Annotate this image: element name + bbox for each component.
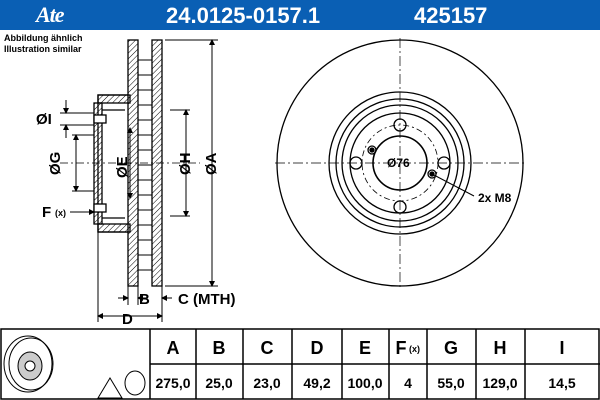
- dim-label-C: C (MTH): [178, 291, 235, 308]
- side-dimensions: [60, 39, 218, 322]
- dim-label-H: ØH: [177, 153, 194, 176]
- value-B: 25,0: [205, 375, 232, 391]
- value-D: 49,2: [303, 375, 330, 391]
- col-header-D: D: [311, 338, 324, 358]
- part-number: 24.0125-0157.1: [166, 3, 321, 28]
- dim-label-A: ØA: [203, 152, 220, 175]
- header-bar: Ate 24.0125-0157.1 425157: [0, 0, 600, 30]
- dim-label-I: ØI: [36, 111, 52, 128]
- brand-logo: Ate: [36, 2, 65, 27]
- col-header-B: B: [213, 338, 226, 358]
- col-header-C: C: [261, 338, 274, 358]
- dim-label-F-sub: (x): [55, 208, 66, 218]
- note-german: Abbildung ähnlich: [4, 33, 83, 43]
- dim-label-F: F: [42, 204, 51, 221]
- disc-thumbnail: [3, 335, 54, 393]
- value-A: 275,0: [155, 375, 190, 391]
- disc-front-view: [275, 38, 525, 288]
- col-header-E: E: [359, 338, 371, 358]
- value-C: 23,0: [253, 375, 280, 391]
- pcd-label: Ø76: [387, 156, 410, 170]
- spec-table: A B C D E F G H I (x) 275,0 25,0 23,0 49…: [0, 328, 600, 400]
- dim-label-D: D: [122, 311, 133, 328]
- disc-side-section: [60, 39, 200, 287]
- col-header-F: F: [396, 338, 407, 358]
- dim-label-G: ØG: [47, 152, 64, 175]
- value-E: 100,0: [347, 375, 382, 391]
- value-G: 55,0: [437, 375, 464, 391]
- col-header-H: H: [494, 338, 507, 358]
- bolt-thread-label: 2x M8: [478, 191, 512, 205]
- dim-label-B: B: [139, 291, 150, 308]
- technical-drawing: ØI ØG ØE ØH ØA F (x) B C (MTH) D Ø76: [36, 38, 525, 328]
- value-F: 4: [404, 375, 412, 391]
- value-H: 129,0: [482, 375, 517, 391]
- col-header-F-sub: (x): [409, 344, 420, 354]
- note-english: Illustration similar: [4, 44, 82, 54]
- hazard-icon: [97, 370, 146, 399]
- reference-number: 425157: [414, 3, 488, 28]
- value-I: 14,5: [548, 375, 575, 391]
- dim-label-E: ØE: [114, 156, 131, 178]
- col-header-G: G: [444, 338, 458, 358]
- col-header-A: A: [167, 338, 180, 358]
- col-header-I: I: [559, 338, 564, 358]
